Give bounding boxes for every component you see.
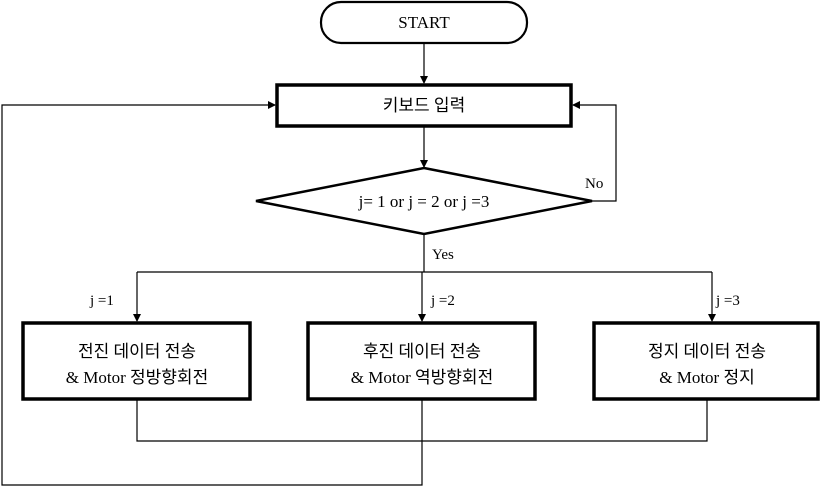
stop-line2: & Motor 정지	[659, 368, 755, 387]
return-loop-arrow	[1, 101, 423, 486]
condition-j1: j =1	[89, 293, 114, 309]
decision-diamond: j= 1 or j = 2 or j =3	[255, 166, 593, 236]
start-terminal: START	[319, 0, 529, 45]
forward-process: 전진 데이터 전송 & Motor 정방향회전	[21, 321, 252, 401]
condition-j2: j =2	[430, 293, 455, 309]
no-loop-arrow	[572, 101, 617, 202]
stop-process: 정지 데이터 전송 & Motor 정지	[592, 321, 820, 401]
stop-line1: 정지 데이터 전송	[648, 342, 766, 361]
decision-label: j= 1 or j = 2 or j =3	[358, 192, 490, 211]
backward-line2: & Motor 역방향회전	[351, 368, 493, 387]
backward-line1: 후진 데이터 전송	[363, 342, 481, 361]
yes-label: Yes	[432, 247, 454, 263]
start-label: START	[398, 13, 450, 32]
keyboard-input-label: 키보드 입력	[383, 96, 465, 115]
keyboard-input-process: 키보드 입력	[275, 83, 573, 128]
condition-j3: j =3	[715, 293, 740, 309]
backward-process: 후진 데이터 전송 & Motor 역방향회전	[306, 321, 537, 401]
no-label: No	[585, 176, 603, 192]
forward-line1: 전진 데이터 전송	[78, 342, 196, 361]
forward-line2: & Motor 정방향회전	[66, 368, 208, 387]
